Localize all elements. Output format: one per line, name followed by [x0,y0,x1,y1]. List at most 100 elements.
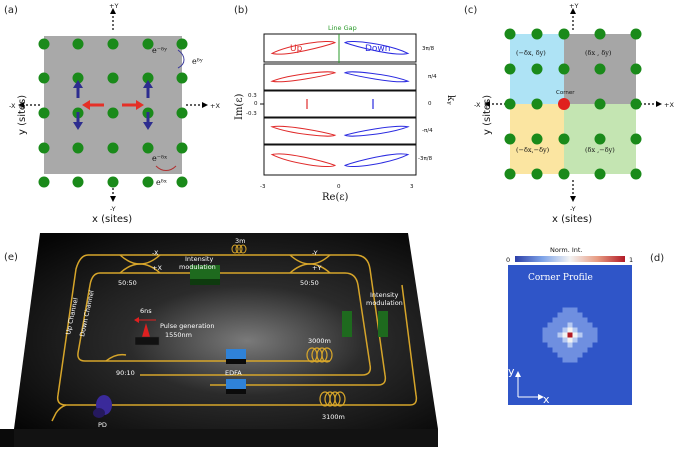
heatmap-cell [572,317,578,323]
heatmap-cell [582,322,588,328]
coupler-label-1: 50:50 [118,279,137,287]
c-minus-y: -Y [570,205,576,213]
coupling-bottom-right: eᵟˣ [156,178,167,187]
heatmap-cell [572,337,578,343]
pulse-width-label: 6ns [140,307,152,315]
heatmap-cell [592,337,598,343]
lattice-site [176,38,188,50]
heatmap-cell [547,332,553,338]
edfa-2 [226,379,246,389]
edfa-1 [226,349,246,359]
lattice-site [142,176,154,188]
up-band-loop [270,153,337,168]
lattice-site [107,107,119,119]
axis-arrows [22,12,204,198]
heatmap-cell [547,342,553,348]
quadrant-label-br: (δx ,−δy) [585,146,615,154]
heatmap-cell [577,322,583,328]
fiber-3m-label: 3m [235,237,245,245]
heatmap-cell [562,342,568,348]
heatmap-cell [582,347,588,353]
up-label: Up [290,44,303,54]
spectrum-row-2 [263,63,417,91]
heatmap-cell [557,342,563,348]
ytick-zero: 0 [254,101,258,107]
e-plus-x: +X [152,264,162,272]
re-axis-label: Re(ε) [322,192,349,203]
lattice-site [531,28,543,40]
heatmap-cell [567,352,573,358]
heatmap-cell [552,322,558,328]
intensity-modulator-2b [378,311,388,337]
x-axis-label: x (sites) [92,214,132,225]
lattice-site [594,133,606,145]
heatmap-cell [552,342,558,348]
panel-b: (b) Line Gap Up Down Im(ε) kᵧ Re(ε) -3 0… [234,5,456,203]
minus-x-label: -X [9,102,16,110]
y-axis-label: y (sites) [17,95,28,135]
row-label-1: 3π/8 [422,46,435,52]
c-plus-x: +X [664,101,674,109]
plus-x-label: +X [210,102,220,110]
panel-a: (a) +Y -Y -X +X x (sites) y (sites) e⁻ᵟʸ… [4,2,220,225]
heatmap-cell [557,337,563,343]
lattice-site [558,133,570,145]
heatmap-cell [557,332,563,338]
profile-x-label: x [543,393,550,406]
lattice-site [504,28,516,40]
heatmap-cell [562,332,568,338]
lattice-site [558,63,570,75]
optical-board-top [14,233,438,429]
hopping-arrows [73,80,153,130]
heatmap-cell [562,357,568,363]
heatmap-cell [577,327,583,333]
heatmap-cell [582,317,588,323]
panel-e-label: (e) [4,252,18,263]
fiber-spool-3100m [319,391,346,407]
down-band-loop [343,125,410,137]
heatmap-cell [577,352,583,358]
coupling-bottom-left: e⁻ᵟˣ [152,154,167,163]
e-minus-y: -Y [312,249,318,257]
heatmap-cell [577,337,583,343]
coupling-arc-y [177,49,185,69]
lattice-site [504,168,516,180]
lattice-site [72,38,84,50]
optical-board-side [0,429,14,447]
heatmap-cell [567,347,573,353]
panel-d-label: (d) [650,253,664,264]
lattice-site [558,168,570,180]
lattice-site [142,38,154,50]
lattice-site [107,38,119,50]
heatmap-cell [587,322,593,328]
row-label-5: -3π/8 [418,156,433,162]
up-band-loop [270,40,337,55]
quadrant-label-tr: (δx , δy) [585,49,612,57]
heatmap-cell [592,332,598,338]
lattice-site [531,63,543,75]
lattice-site [630,63,642,75]
heatmap-cell [562,327,568,333]
c-plus-y: +Y [569,2,578,10]
lattice-site [504,133,516,145]
spectrum-row-4 [263,117,417,145]
profile-title: Corner Profile [528,273,593,283]
heatmap-cell [542,337,548,343]
lattice-site [594,28,606,40]
pd-label: PD [98,421,107,429]
lattice-site [504,63,516,75]
fiber-spool-3m [231,244,247,254]
intensity-modulator-1 [190,265,220,279]
pulse-wavelength-label: 1550nm [165,331,192,339]
lattice-site [72,142,84,154]
heatmap-cell [587,342,593,348]
panel-b-label: (b) [234,5,248,16]
intensity-mod-label-2: Intensity [370,291,398,299]
lattice-site [38,176,50,188]
c-x-axis-label: x (sites) [552,214,592,225]
spectrum-row-5 [263,144,417,176]
lattice-site [594,63,606,75]
heatmap-cell [572,352,578,358]
heatmap-cell [587,337,593,343]
im-axis-label: Im(ε) [234,93,245,120]
